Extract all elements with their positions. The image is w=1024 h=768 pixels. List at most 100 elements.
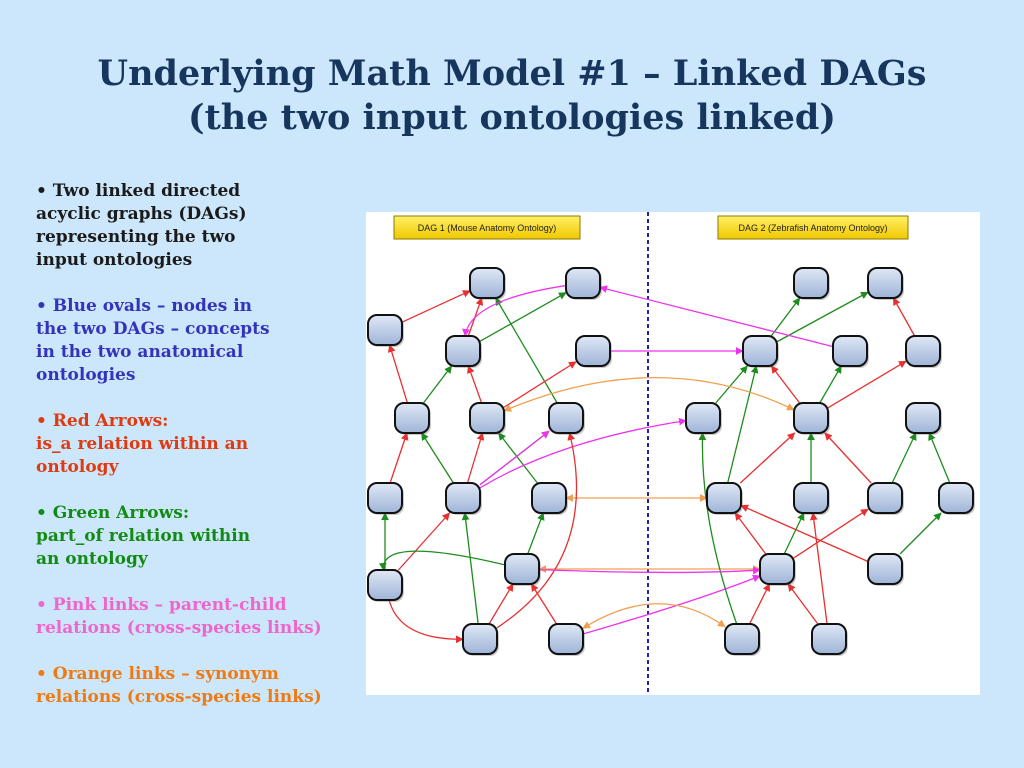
dag1-node [394,402,431,435]
dag2-node [811,623,848,656]
bullet-green-arrows: • Green Arrows: part_of relation within … [36,502,351,571]
part-of-edge [928,432,951,484]
dag1-node [367,482,404,515]
is-a-edge [503,361,577,408]
part-of-edge [698,432,738,625]
bullet-line: the two DAGs – concepts [36,319,270,339]
dag2-node [867,482,904,515]
dag2-node [867,553,904,586]
dag1-node [548,402,585,435]
dag2-node [832,335,869,368]
part-of-edge [819,365,842,404]
dag1-node [548,623,585,656]
bullet-orange-links: • Orange links – synonym relations (cros… [36,663,351,709]
bullet-line: • Red Arrows: [36,411,169,431]
bullet-line: ontologies [36,365,136,385]
is-a-edge [401,290,471,323]
synonym-link [503,377,795,412]
dag2-node [793,482,830,515]
node-layer [367,267,975,656]
parent-child-link [538,566,761,575]
dag1-label: DAG 1 (Mouse Anatomy Ontology) [418,223,557,233]
part-of-edge [891,432,917,484]
is-a-edge [389,432,409,484]
dag1-node [462,623,499,656]
is-a-edge [734,512,767,555]
is-a-edge [467,365,483,404]
bullet-line: is_a relation within an [36,434,249,454]
is-a-edge [488,583,514,625]
parent-child-link [599,285,834,348]
dag2-node [742,335,779,368]
part-of-edge [498,432,538,484]
dag2-node [793,267,830,300]
dag2-node [867,267,904,300]
is-a-edge [466,432,485,484]
parent-child-link [479,417,687,489]
is-a-edge [892,297,916,337]
dag1-node [504,553,541,586]
dag1-node [575,335,612,368]
synonym-link [582,603,726,629]
bullet-line: • Pink links – parent-child [36,595,287,615]
title-line-1: Underlying Math Model #1 – Linked DAGs [97,53,927,94]
bullet-pink-links: • Pink links – parent-child relations (c… [36,594,351,640]
dag2-label-box: DAG 2 (Zebrafish Anatomy Ontology) [717,215,909,240]
dag2-node [685,402,722,435]
dag1-node [531,482,568,515]
bullet-line: • Green Arrows: [36,503,190,523]
dag2-node [793,402,830,435]
is-a-edge [827,360,907,409]
is-a-edge [387,344,409,404]
part-of-edge [422,365,453,404]
bullet-line: relations (cross-species links) [36,687,322,707]
bullet-blue-ovals: • Blue ovals – nodes in the two DAGs – c… [36,295,351,387]
is-a-edge [787,583,819,625]
is-a-edge [748,583,771,625]
part-of-edge [776,291,869,343]
part-of-edge [378,550,506,571]
bullet-line: in the two anatomical [36,342,244,362]
part-of-edge [727,365,759,484]
is-a-edge [388,599,464,644]
part-of-edge [479,292,567,342]
slide-title: Underlying Math Model #1 – Linked DAGs (… [0,52,1024,140]
is-a-edge [496,432,578,629]
is-a-edge [530,583,558,625]
dag2-node [938,482,975,515]
dag2-label: DAG 2 (Zebrafish Anatomy Ontology) [738,223,887,233]
dag1-node [367,569,404,602]
part-of-edge [461,512,479,625]
dag1-node [445,335,482,368]
dag2-node [724,623,761,656]
legend-bullet-list: • Two linked directed acyclic graphs (DA… [36,180,351,732]
is-a-edge [770,365,801,404]
dag1-node [565,267,602,300]
bullet-line: • Blue ovals – nodes in [36,296,253,316]
bullet-line: representing the two [36,227,236,247]
is-a-edge [740,504,869,563]
bullet-two-dags: • Two linked directed acyclic graphs (DA… [36,180,351,272]
dag2-node [905,402,942,435]
bullet-red-arrows: • Red Arrows: is_a relation within an on… [36,410,351,479]
parent-child-link [462,284,567,337]
bullet-line: relations (cross-species links) [36,618,322,638]
dag2-node [759,553,796,586]
dag1-node [469,402,506,435]
edge-layer [378,284,951,644]
dag1-node [367,314,404,347]
linked-dags-figure: DAG 1 (Mouse Anatomy Ontology) DAG 2 (Ze… [366,212,980,695]
parent-child-link [479,430,550,486]
part-of-edge [770,297,801,337]
bullet-line: acyclic graphs (DAGs) [36,204,247,224]
dag1-node [445,482,482,515]
is-a-edge [739,432,796,484]
bullet-line: • Two linked directed [36,181,241,201]
dag1-node [469,267,506,300]
part-of-edge [527,512,545,555]
title-line-2: (the two input ontologies linked) [188,97,836,138]
part-of-edge [495,297,558,404]
bullet-line: • Orange links – synonym [36,664,279,684]
bullet-line: ontology [36,457,119,477]
dag2-node [706,482,743,515]
